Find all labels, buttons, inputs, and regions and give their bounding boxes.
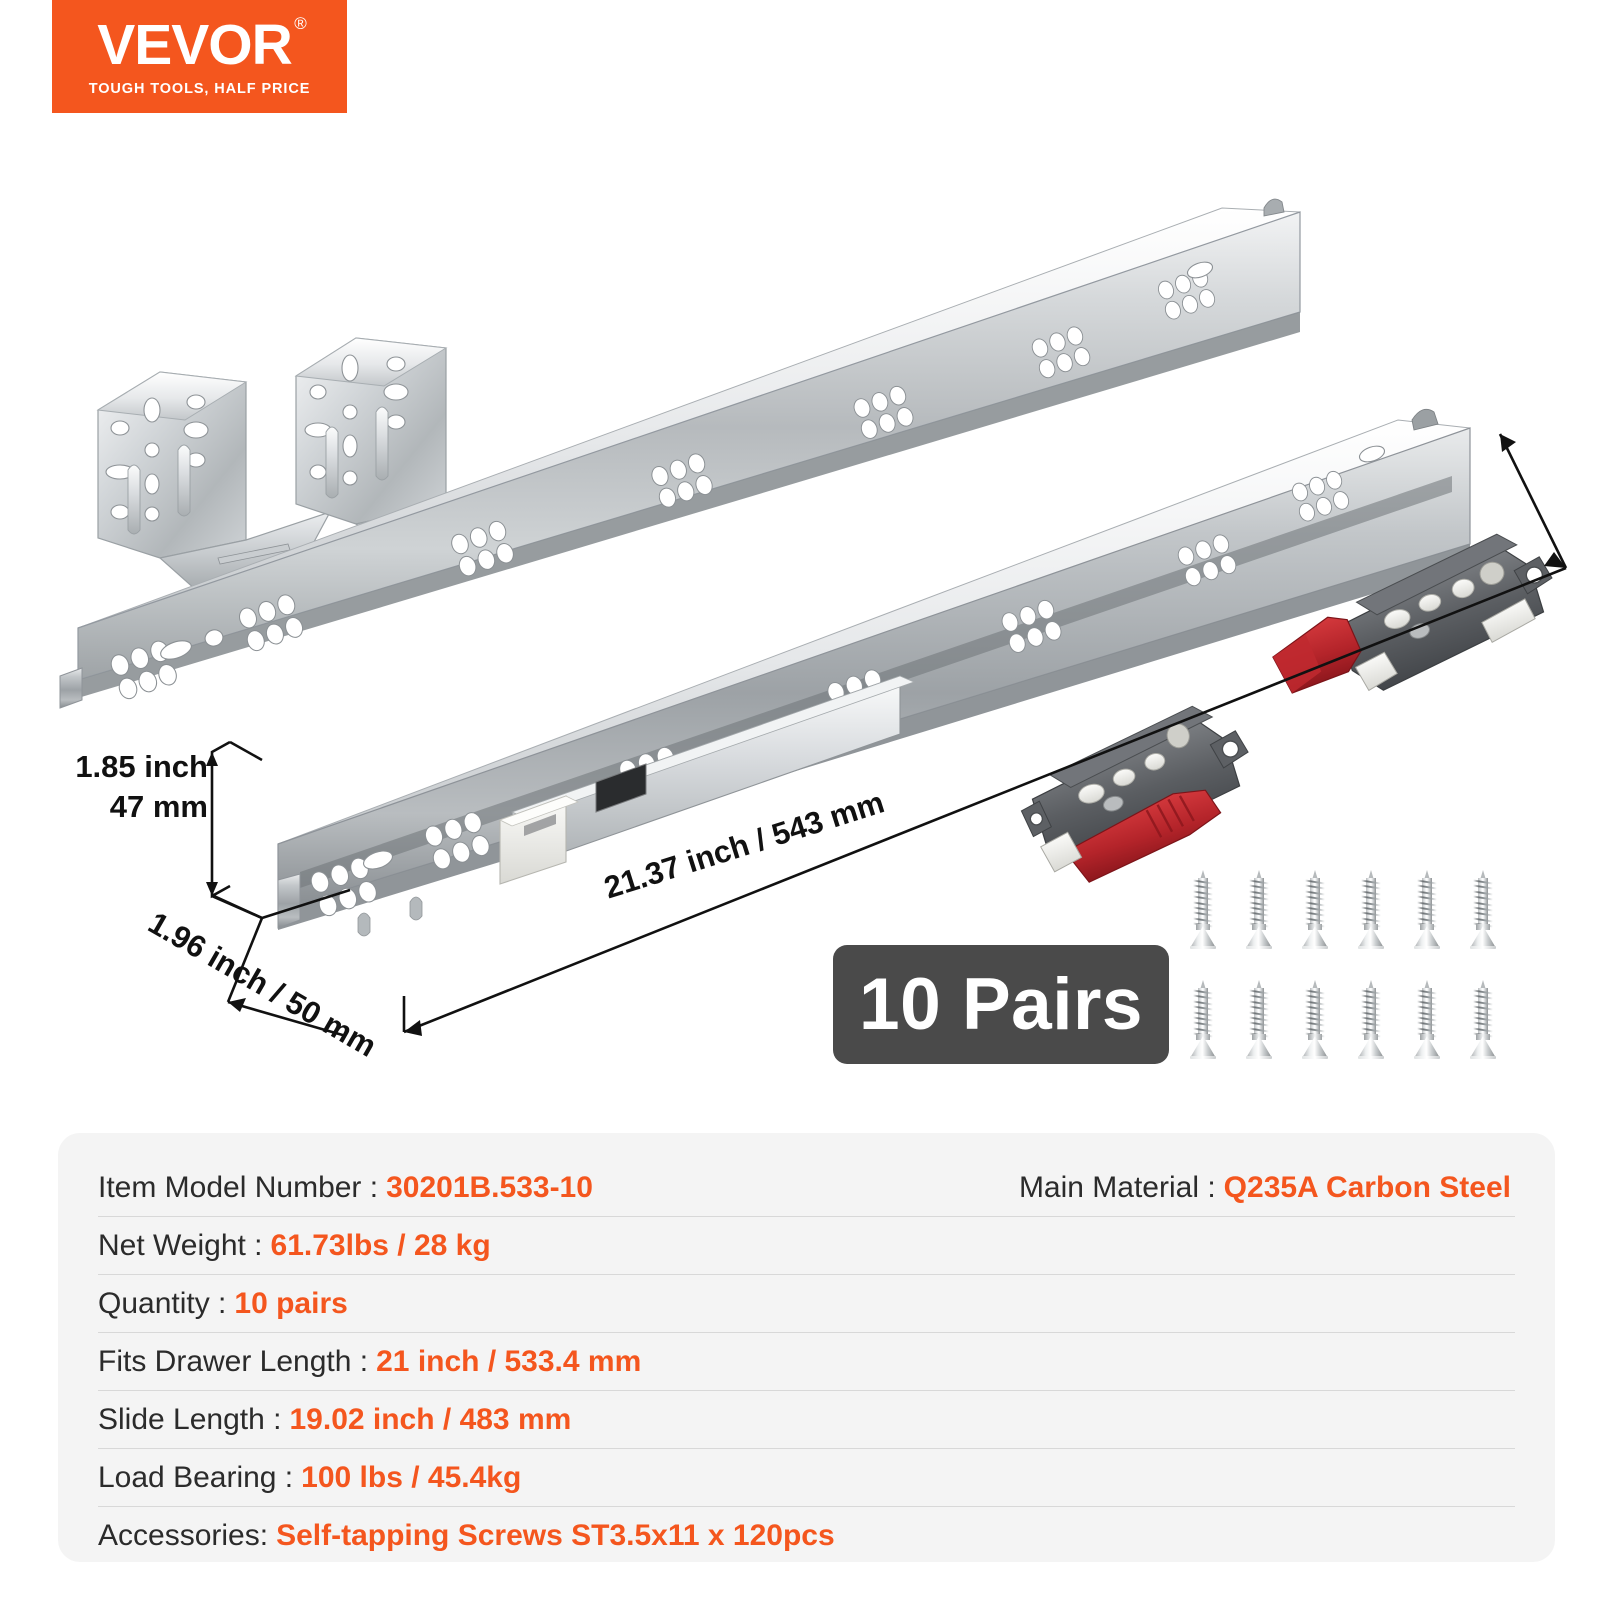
screw-group [1190, 870, 1510, 1062]
screw-icon [1190, 980, 1216, 1062]
spec-cell: Quantity : 10 pairs [98, 1287, 348, 1321]
screw-icon [1190, 870, 1216, 952]
screw-icon [1414, 870, 1440, 952]
registered-trademark-icon: ® [294, 13, 306, 33]
screw-icon [1358, 870, 1384, 952]
spec-row: Item Model Number : 30201B.533-10 Main M… [98, 1159, 1515, 1217]
screw-icon [1302, 980, 1328, 1062]
spec-label: Net Weight : [98, 1228, 263, 1262]
product-illustration [59, 198, 1568, 1038]
spec-label: Quantity : [98, 1286, 227, 1320]
dimension-height-mm: 47 mm [109, 789, 208, 824]
quantity-badge-label: 10 Pairs [858, 964, 1144, 1045]
spec-value: Q235A Carbon Steel [1223, 1170, 1511, 1204]
spec-value: 21 inch / 533.4 mm [376, 1344, 642, 1378]
dimension-lines [206, 433, 1568, 1038]
spec-value: 61.73lbs / 28 kg [270, 1228, 491, 1262]
screw-icon [1470, 980, 1496, 1062]
spec-value: 10 pairs [234, 1286, 348, 1320]
drawer-slide-rail-front [277, 408, 1471, 937]
screw-icon [1470, 870, 1496, 952]
spec-row: Fits Drawer Length : 21 inch / 533.4 mm [98, 1333, 1515, 1391]
spec-cell: Load Bearing : 100 lbs / 45.4kg [98, 1461, 521, 1495]
spec-label: Slide Length : [98, 1402, 282, 1436]
product-photo [0, 120, 1600, 1080]
quantity-badge: 10 Pairs [833, 945, 1169, 1064]
screw-icon [1414, 980, 1440, 1062]
dimension-height-label: 1.85 inch 47 mm [56, 747, 208, 827]
brand-logo: VEVOR ® TOUGH TOOLS, HALF PRICE [52, 0, 347, 113]
screw-icon [1246, 870, 1272, 952]
spec-label: Load Bearing : [98, 1460, 294, 1494]
spec-value: Self-tapping Screws ST3.5x11 x 120pcs [276, 1519, 835, 1552]
brand-wordmark-text: VEVOR [97, 12, 293, 77]
screw-icon [1302, 870, 1328, 952]
brand-tagline: TOUGH TOOLS, HALF PRICE [88, 80, 311, 97]
spec-value: 100 lbs / 45.4kg [301, 1460, 522, 1494]
spec-cell: Fits Drawer Length : 21 inch / 533.4 mm [98, 1345, 641, 1379]
specification-panel: Item Model Number : 30201B.533-10 Main M… [58, 1133, 1555, 1562]
spec-row: Net Weight : 61.73lbs / 28 kg [98, 1217, 1515, 1275]
spec-cell: Net Weight : 61.73lbs / 28 kg [98, 1229, 491, 1263]
spec-cell: Slide Length : 19.02 inch / 483 mm [98, 1403, 571, 1437]
spec-row: Slide Length : 19.02 inch / 483 mm [98, 1391, 1515, 1449]
screw-icon [1358, 980, 1384, 1062]
spec-cell: Main Material : Q235A Carbon Steel [1019, 1171, 1515, 1205]
spec-row: Load Bearing : 100 lbs / 45.4kg [98, 1449, 1515, 1507]
spec-label: Item Model Number : [98, 1170, 379, 1204]
dimension-height-inch: 1.85 inch [75, 749, 208, 784]
spec-cell: Item Model Number : 30201B.533-10 [98, 1171, 593, 1205]
spec-row: Quantity : 10 pairs [98, 1275, 1515, 1333]
spec-value: 30201B.533-10 [386, 1170, 593, 1204]
brand-wordmark: VEVOR ® [97, 15, 307, 74]
spec-row: Accessories: Self-tapping Screws ST3.5x1… [98, 1507, 1515, 1565]
locking-clip-left [1020, 705, 1249, 883]
spec-label: Accessories: [98, 1519, 269, 1552]
spec-value: 19.02 inch / 483 mm [289, 1402, 572, 1436]
screw-icon [1246, 980, 1272, 1062]
spec-cell: Accessories: Self-tapping Screws ST3.5x1… [98, 1519, 835, 1553]
spec-label: Main Material : [1018, 1170, 1216, 1204]
spec-label: Fits Drawer Length : [98, 1344, 369, 1378]
drawer-slide-rail-rear [59, 198, 1301, 709]
